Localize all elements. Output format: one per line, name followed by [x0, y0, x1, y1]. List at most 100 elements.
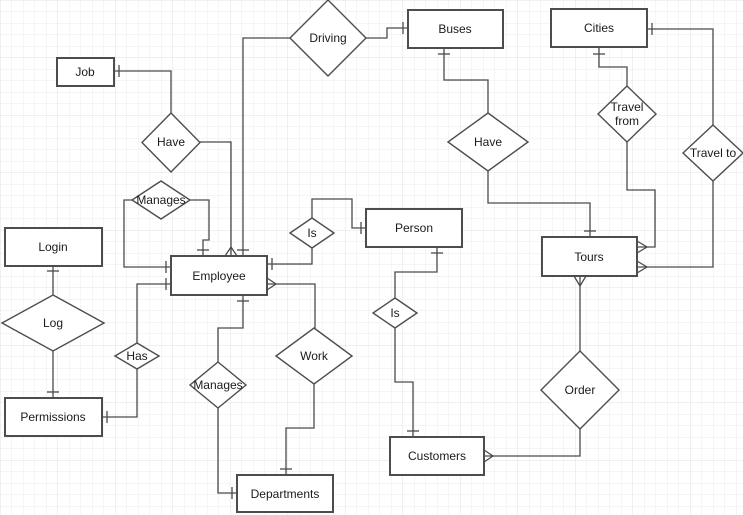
edge-have-employee[interactable]: [200, 141, 238, 257]
relationship-order-shape[interactable]: [540, 350, 620, 430]
edges: [47, 22, 714, 499]
entity-buses[interactable]: Buses: [407, 9, 504, 49]
edge-islower-customers[interactable]: [394, 328, 419, 437]
entity-login[interactable]: Login: [4, 227, 103, 267]
edge-cities-travelto[interactable]: [647, 23, 714, 125]
entity-person-shape[interactable]: [365, 208, 463, 248]
relationship-travel-to[interactable]: Travel to: [681, 124, 743, 182]
relationship-manages-upper-shape[interactable]: [130, 180, 192, 220]
relationship-is-lower-shape[interactable]: [371, 297, 419, 329]
edge-cities-travelto-line[interactable]: [647, 28, 714, 125]
cardinality-many-crowfoot: [636, 260, 649, 274]
edge-travelto-tours-line[interactable]: [637, 181, 714, 268]
entity-person[interactable]: Person: [365, 208, 463, 248]
edge-person-islower[interactable]: [394, 247, 443, 298]
entity-tours[interactable]: Tours: [541, 236, 638, 277]
relationship-is-lower[interactable]: Is: [371, 297, 419, 329]
edge-employee-work-line[interactable]: [267, 283, 316, 328]
edge-driving-employee[interactable]: [237, 37, 290, 256]
relationship-has[interactable]: Has: [113, 342, 161, 370]
edge-cities-travelfrom[interactable]: [593, 48, 628, 86]
relationship-have-job-shape[interactable]: [141, 112, 201, 173]
relationship-manages-upper[interactable]: Manages: [130, 180, 192, 220]
relationship-travel-to-shape[interactable]: [681, 124, 743, 182]
edge-employee-manageslower[interactable]: [217, 295, 249, 362]
edge-travelfrom-tours[interactable]: [626, 142, 656, 254]
edge-person-islower-line[interactable]: [394, 247, 438, 298]
entity-cities-shape[interactable]: [550, 8, 648, 48]
relationship-is-upper-shape[interactable]: [288, 217, 336, 249]
edge-has-permissions-line[interactable]: [102, 369, 138, 418]
edge-islower-customers-line[interactable]: [394, 328, 414, 437]
relationship-log-shape[interactable]: [0, 294, 106, 352]
entity-permissions[interactable]: Permissions: [4, 397, 103, 437]
edge-employee-manageslower-line[interactable]: [217, 295, 244, 362]
edge-work-departments[interactable]: [280, 384, 315, 475]
relationship-driving[interactable]: Driving: [289, 0, 367, 77]
edge-job-have-line[interactable]: [114, 70, 172, 113]
relationship-driving-label: Driving: [309, 31, 346, 45]
relationship-order[interactable]: Order: [540, 350, 620, 430]
entity-employee[interactable]: Employee: [170, 255, 268, 296]
edge-employee-isupper-line[interactable]: [267, 248, 313, 265]
relationship-has-shape[interactable]: [113, 342, 161, 370]
edge-employee-has[interactable]: [136, 278, 171, 343]
edge-buses-have-line[interactable]: [443, 48, 489, 113]
relationship-manages-lower[interactable]: Manages: [188, 361, 248, 409]
edge-travelfrom-tours-line[interactable]: [626, 142, 656, 248]
entity-departments[interactable]: Departments: [236, 474, 334, 513]
edge-isupper-person-line[interactable]: [311, 198, 366, 229]
entity-departments-shape[interactable]: [236, 474, 334, 513]
edge-driving-buses-line[interactable]: [366, 27, 408, 39]
entity-login-shape[interactable]: [4, 227, 103, 267]
edge-manageslower-departments[interactable]: [217, 408, 237, 499]
entity-customers-shape[interactable]: [389, 436, 485, 476]
edge-login-log[interactable]: [47, 266, 59, 295]
edge-has-permissions[interactable]: [102, 369, 138, 423]
entity-customers[interactable]: Customers: [389, 436, 485, 476]
entity-cities[interactable]: Cities: [550, 8, 648, 48]
edge-manages-employee-top[interactable]: [190, 199, 210, 256]
edge-manages-employee-left-line[interactable]: [123, 199, 171, 268]
edge-employee-isupper[interactable]: [267, 248, 313, 270]
edge-employee-work[interactable]: [266, 277, 316, 328]
relationship-work[interactable]: Work: [274, 327, 354, 385]
edge-manageslower-departments-line[interactable]: [217, 408, 237, 494]
relationship-manages-lower-shape[interactable]: [188, 361, 248, 409]
relationship-is-upper[interactable]: Is: [288, 217, 336, 249]
edge-cities-travelfrom-line[interactable]: [598, 48, 628, 86]
entity-permissions-shape[interactable]: [4, 397, 103, 437]
entity-job[interactable]: Job: [56, 57, 115, 87]
relationship-travel-from-shape[interactable]: [596, 85, 658, 143]
relationship-have-job[interactable]: Have: [141, 112, 201, 173]
edge-order-customers[interactable]: [483, 428, 581, 463]
edge-work-departments-line[interactable]: [285, 384, 315, 475]
edge-employee-has-line[interactable]: [136, 283, 171, 343]
relationship-work-shape[interactable]: [274, 327, 354, 385]
edge-isupper-person[interactable]: [311, 198, 366, 234]
entity-job-shape[interactable]: [56, 57, 115, 87]
entity-tours-shape[interactable]: [541, 236, 638, 277]
entity-employee-shape[interactable]: [170, 255, 268, 296]
relationship-have-buses[interactable]: Have: [446, 112, 530, 172]
edge-buses-have[interactable]: [438, 48, 489, 113]
edge-driving-employee-line[interactable]: [242, 37, 290, 256]
edge-tours-order[interactable]: [573, 275, 587, 351]
relationship-driving-shape[interactable]: [289, 0, 367, 77]
edge-have-employee-line[interactable]: [200, 141, 232, 256]
edge-have-tours[interactable]: [487, 171, 596, 237]
edge-log-permissions[interactable]: [47, 351, 59, 398]
edge-manages-employee-top-line[interactable]: [190, 199, 210, 256]
relationship-have-buses-shape[interactable]: [446, 112, 530, 172]
edge-job-have[interactable]: [114, 65, 172, 113]
edge-travelto-tours[interactable]: [636, 181, 714, 274]
edge-driving-buses[interactable]: [366, 22, 408, 39]
edge-order-customers-line[interactable]: [484, 428, 581, 457]
relationship-log[interactable]: Log: [0, 294, 106, 352]
edge-manages-employee-left[interactable]: [123, 199, 171, 273]
edge-have-tours-line[interactable]: [487, 171, 591, 237]
entity-buses-shape[interactable]: [407, 9, 504, 49]
